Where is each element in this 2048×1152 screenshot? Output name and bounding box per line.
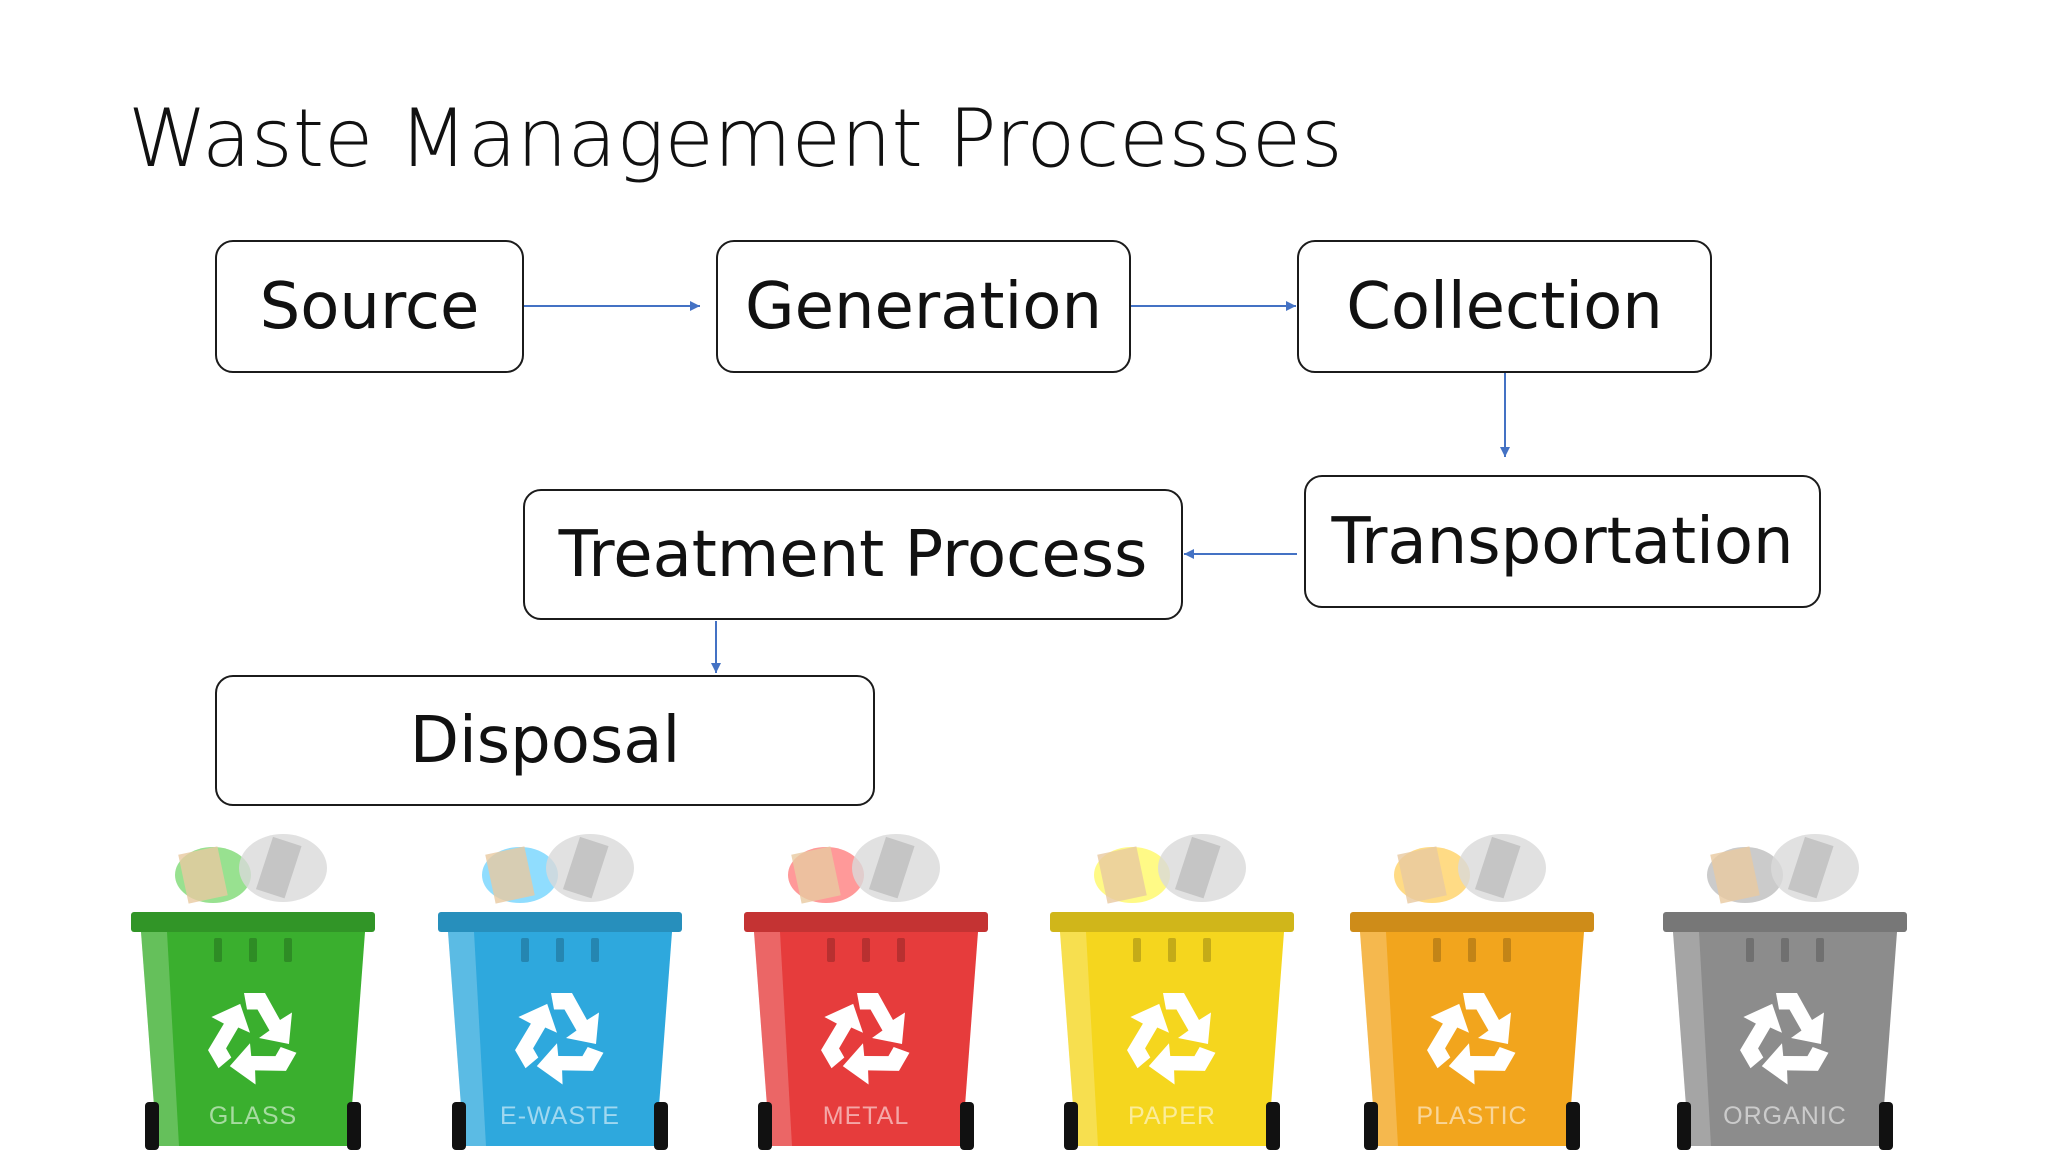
step-source: Source	[215, 240, 524, 373]
waste-pile	[1707, 834, 1859, 904]
step-source-label: Source	[259, 269, 480, 344]
bin-glass: GLASS	[131, 834, 375, 1150]
bin-body	[754, 932, 978, 1146]
waste-pile	[1094, 834, 1246, 904]
waste-pile	[1394, 834, 1546, 904]
slide-title: Waste Management Processes	[128, 92, 1343, 185]
bin-lid	[438, 912, 682, 932]
bin-organic: ORGANIC	[1663, 834, 1907, 1150]
bin-lid	[131, 912, 375, 932]
wheel	[1677, 1102, 1691, 1150]
bin-label: ORGANIC	[1723, 1102, 1847, 1130]
step-transportation: Transportation	[1304, 475, 1821, 608]
bin-label: E-WASTE	[500, 1102, 620, 1130]
bin-lid	[1663, 912, 1907, 932]
bin-lid	[744, 912, 988, 932]
wheel	[1064, 1102, 1078, 1150]
bin-paper: PAPER	[1050, 834, 1294, 1150]
wheel	[960, 1102, 974, 1150]
step-treatment-process-label: Treatment Process	[558, 517, 1148, 592]
bin-plastic: PLASTIC	[1350, 834, 1594, 1150]
step-treatment-process: Treatment Process	[523, 489, 1183, 620]
step-collection: Collection	[1297, 240, 1712, 373]
step-collection-label: Collection	[1346, 269, 1663, 344]
bin-body	[1360, 932, 1584, 1146]
step-disposal-label: Disposal	[409, 703, 681, 778]
bin-metal: METAL	[744, 834, 988, 1150]
bin-label: METAL	[823, 1102, 910, 1130]
wheel	[1566, 1102, 1580, 1150]
bin-body	[141, 932, 365, 1146]
wheel	[1266, 1102, 1280, 1150]
bin-body	[1060, 932, 1284, 1146]
waste-pile	[175, 834, 327, 904]
bin-e-waste: E-WASTE	[438, 834, 682, 1150]
step-generation-label: Generation	[744, 269, 1103, 344]
bin-lid	[1050, 912, 1294, 932]
step-generation: Generation	[716, 240, 1131, 373]
bin-body	[448, 932, 672, 1146]
wheel	[654, 1102, 668, 1150]
wheel	[758, 1102, 772, 1150]
step-transportation-label: Transportation	[1331, 504, 1794, 579]
wheel	[1364, 1102, 1378, 1150]
bin-body	[1673, 932, 1897, 1146]
bin-label: PAPER	[1128, 1102, 1216, 1130]
waste-pile	[482, 834, 634, 904]
recycling-bins-illustration: GLASS E-WASTE METAL PAPER PLASTIC ORGANIC	[131, 834, 1907, 1150]
bin-label: GLASS	[209, 1102, 297, 1130]
wheel	[452, 1102, 466, 1150]
wheel	[347, 1102, 361, 1150]
waste-pile	[788, 834, 940, 904]
wheel	[1879, 1102, 1893, 1150]
bin-label: PLASTIC	[1416, 1102, 1527, 1130]
bin-lid	[1350, 912, 1594, 932]
step-disposal: Disposal	[215, 675, 875, 806]
wheel	[145, 1102, 159, 1150]
